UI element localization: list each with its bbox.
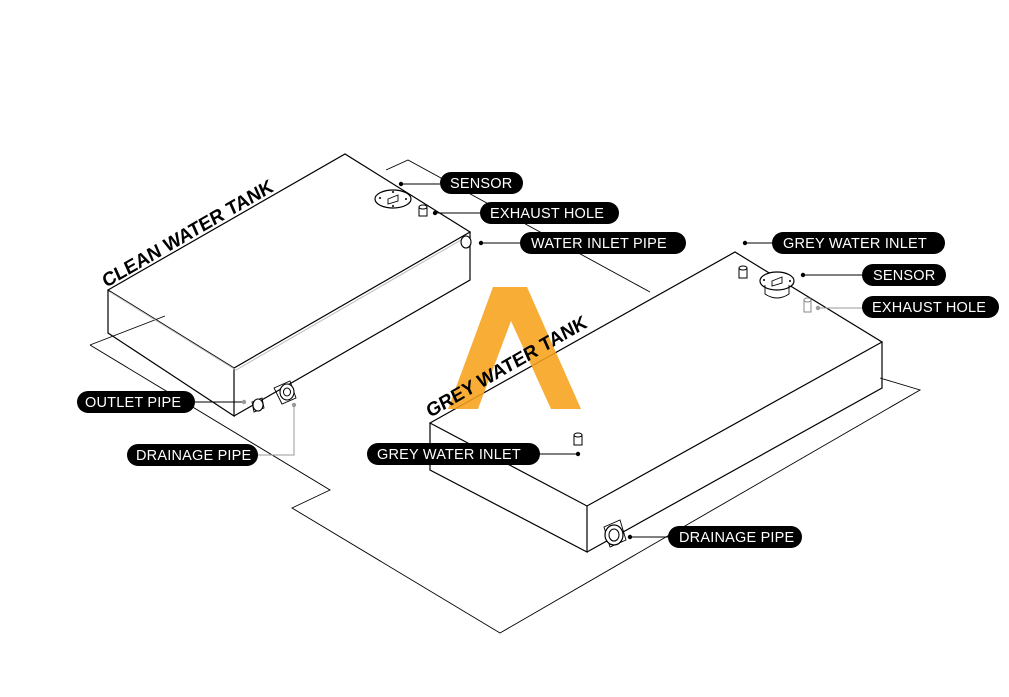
sensor-cap-clean (374, 189, 412, 209)
label-sensor-clean: SENSOR (440, 172, 523, 194)
label-sensor-grey-text: SENSOR (873, 268, 935, 284)
label-exhaust-clean-text: EXHAUST HOLE (490, 206, 604, 222)
label-drainage-grey-text: DRAINAGE PIPE (679, 530, 795, 546)
leader-lines (190, 181, 862, 540)
label-exhaust-grey-text: EXHAUST HOLE (872, 300, 986, 316)
label-exhaust-grey: EXHAUST HOLE (862, 296, 999, 318)
water-inlet-pipe-fitting (460, 235, 472, 249)
clean-tank-title: CLEAN WATER TANK (99, 176, 276, 293)
sensor-cap-grey (759, 271, 795, 291)
label-drainage-clean: DRAINAGE PIPE (127, 444, 258, 466)
label-grey-inlet-left: GREY WATER INLET (367, 443, 540, 465)
watermark-logo (448, 287, 581, 409)
label-drainage-grey: DRAINAGE PIPE (668, 526, 802, 548)
grey-inlet-left-fitting (573, 432, 583, 446)
outlet-fittings-clean (251, 380, 297, 413)
grey-water-tank (428, 251, 884, 553)
label-exhaust-clean: EXHAUST HOLE (480, 202, 619, 224)
label-water-inlet-pipe-text: WATER INLET PIPE (531, 236, 667, 252)
label-outlet-pipe-text: OUTLET PIPE (85, 395, 181, 411)
label-sensor-clean-text: SENSOR (450, 176, 512, 192)
label-sensor-grey: SENSOR (862, 264, 946, 286)
label-grey-inlet-left-text: GREY WATER INLET (377, 447, 521, 463)
clean-water-tank: CLEAN WATER TANK (99, 153, 472, 418)
label-grey-inlet-top: GREY WATER INLET (772, 232, 945, 254)
exhaust-hole-clean (418, 204, 428, 217)
label-water-inlet-pipe: WATER INLET PIPE (520, 232, 686, 254)
exhaust-hole-grey (803, 297, 812, 313)
label-drainage-clean-text: DRAINAGE PIPE (136, 448, 252, 464)
grey-inlet-top-fitting (738, 265, 748, 279)
label-grey-inlet-top-text: GREY WATER INLET (783, 236, 927, 252)
label-outlet-pipe: OUTLET PIPE (77, 391, 195, 413)
drainage-pipe-fitting-grey (603, 519, 627, 548)
